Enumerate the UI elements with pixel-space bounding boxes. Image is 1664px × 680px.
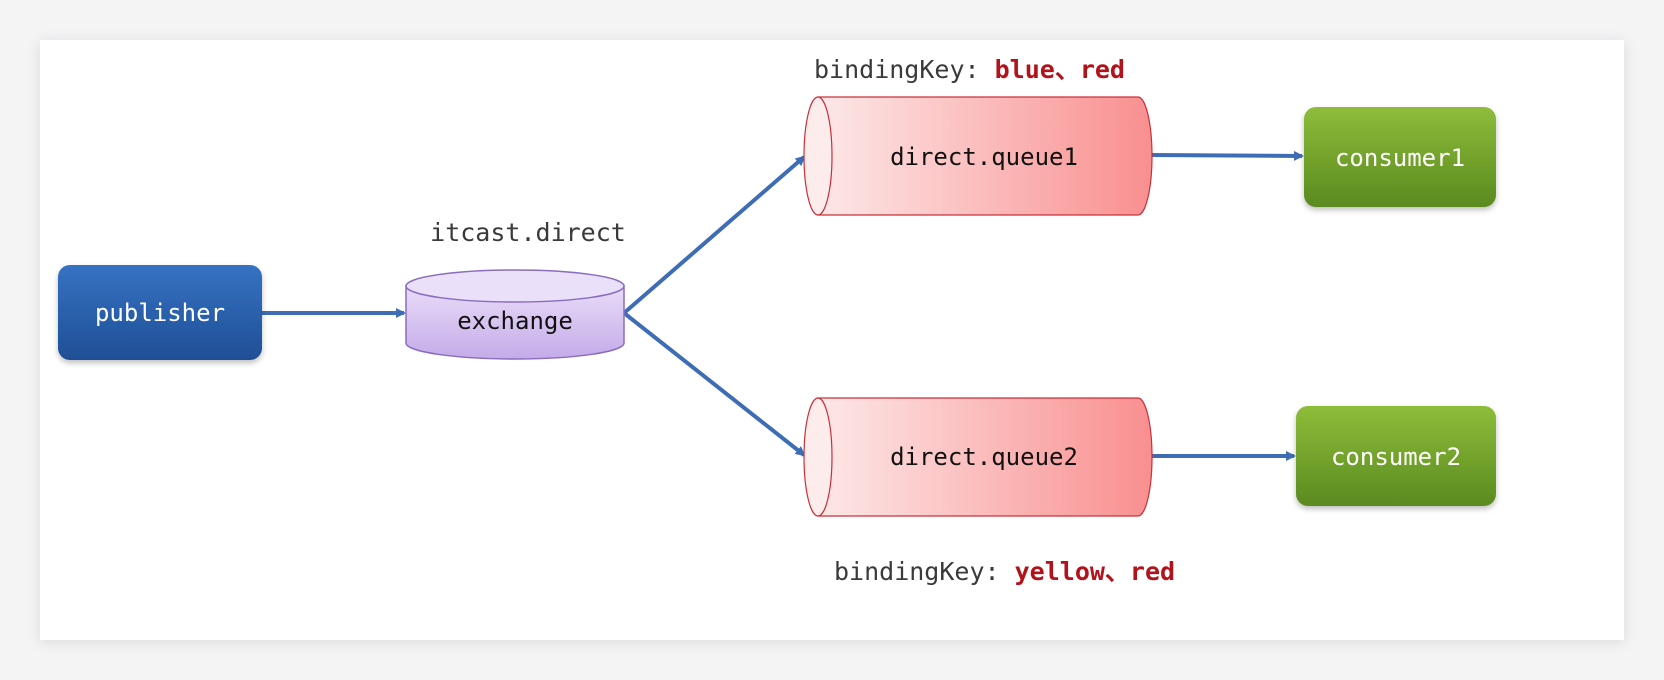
exchange-name: itcast.direct (430, 218, 626, 247)
binding-key-queue2-prefix: bindingKey: (834, 557, 1015, 586)
publisher-label: publisher (95, 299, 225, 327)
exchange-node (405, 269, 625, 360)
queue1-node (803, 96, 1153, 216)
consumer1-label: consumer1 (1335, 144, 1465, 172)
publisher-node (58, 265, 262, 360)
arrows (262, 150, 1304, 461)
arrow-exchange-to-queue2 (622, 311, 806, 457)
binding-key-queue2-keys: yellow、red (1015, 557, 1175, 586)
binding-key-queue1: bindingKey: blue、red (814, 55, 1125, 84)
exchange-label: exchange (457, 307, 573, 335)
queue1-label: direct.queue1 (890, 143, 1078, 171)
consumer1-node (1304, 107, 1496, 207)
consumer2-label: consumer2 (1331, 443, 1461, 471)
diagram-svg: publisher exchange itcast.direct direct.… (58, 55, 1496, 586)
arrow-exchange-to-queue1 (622, 155, 806, 315)
arrow-queue1-to-consumer1 (1149, 150, 1304, 161)
consumer2-node (1296, 406, 1496, 506)
queue2-node (803, 397, 1153, 517)
binding-key-queue1-prefix: bindingKey: (814, 55, 995, 84)
diagram-canvas: publisher exchange itcast.direct direct.… (40, 40, 1624, 640)
binding-key-queue1-keys: blue、red (995, 55, 1125, 84)
binding-key-queue2: bindingKey: yellow、red (834, 557, 1175, 586)
queue2-label: direct.queue2 (890, 443, 1078, 471)
